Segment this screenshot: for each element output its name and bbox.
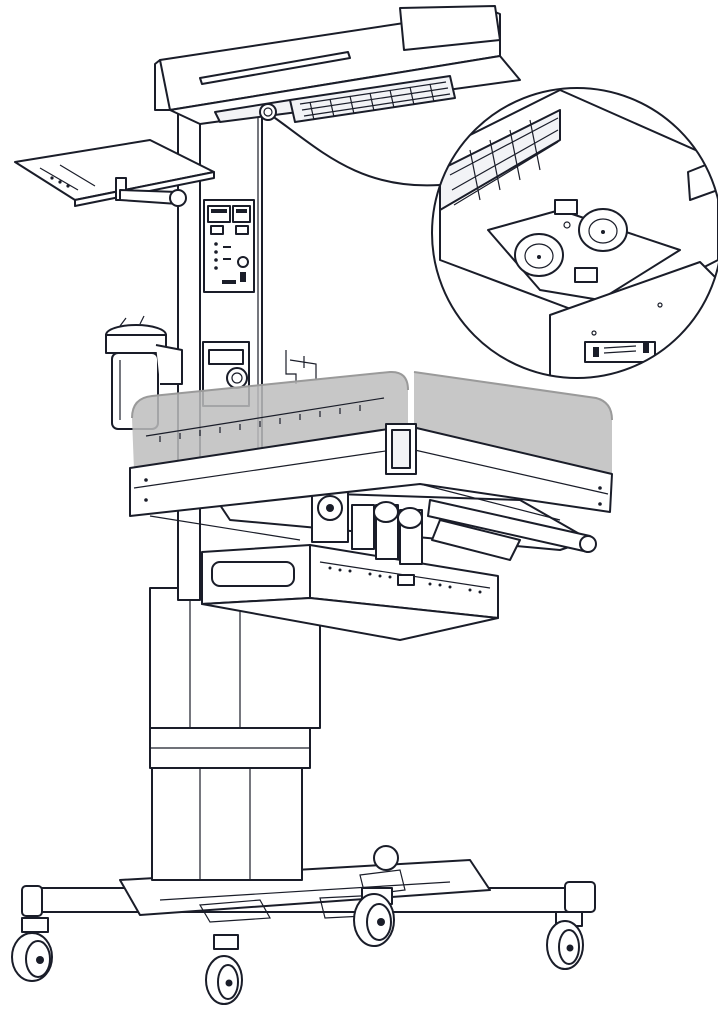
heater-head bbox=[154, 5, 521, 125]
caster-wheel bbox=[546, 911, 584, 970]
caster-wheel bbox=[11, 917, 53, 982]
caster-wheel bbox=[205, 934, 243, 1005]
monitor-shelf bbox=[14, 139, 215, 207]
lift-column bbox=[149, 587, 321, 881]
callout-leader-line bbox=[274, 117, 441, 187]
sensor-holder bbox=[285, 350, 317, 384]
storage-drawer bbox=[201, 544, 499, 641]
suction-jar bbox=[105, 315, 183, 430]
control-panel bbox=[203, 199, 255, 293]
bed-platform bbox=[129, 370, 613, 541]
magnified-detail-callout bbox=[431, 87, 718, 379]
mobile-base bbox=[21, 845, 596, 923]
caster-wheel bbox=[353, 887, 395, 947]
